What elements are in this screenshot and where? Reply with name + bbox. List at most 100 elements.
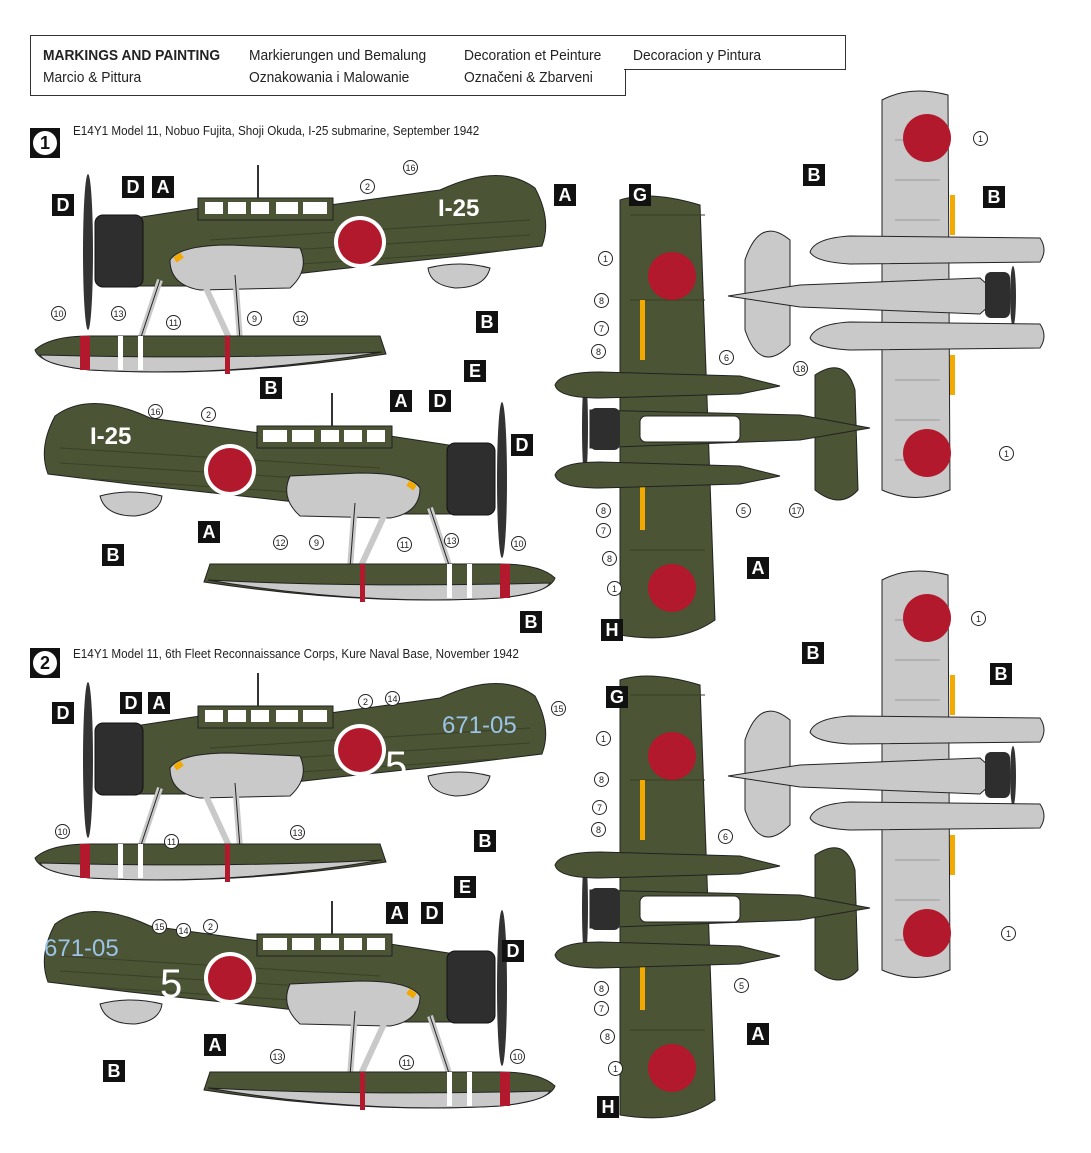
decal-callout-8: 8 <box>594 981 609 996</box>
scheme-2-number-badge: 2 <box>30 648 60 678</box>
paint-callout-B: B <box>990 663 1012 685</box>
decal-callout-7: 7 <box>596 523 611 538</box>
decal-callout-1: 1 <box>598 251 613 266</box>
paint-callout-D: D <box>502 940 524 962</box>
decal-callout-10: 10 <box>51 306 66 321</box>
header-box-lower <box>30 69 626 96</box>
paint-callout-A: A <box>204 1034 226 1056</box>
paint-callout-B: B <box>983 186 1005 208</box>
header-lang-pl: Oznakowania i Malowanie <box>249 69 410 86</box>
decal-callout-8: 8 <box>600 1029 615 1044</box>
paint-callout-B: B <box>260 377 282 399</box>
decal-callout-10: 10 <box>510 1049 525 1064</box>
paint-callout-A: A <box>198 521 220 543</box>
decal-callout-18: 18 <box>793 361 808 376</box>
paint-callout-B: B <box>103 1060 125 1082</box>
decal-callout-16: 16 <box>403 160 418 175</box>
header-lang-cz: Označeni & Zbarveni <box>464 69 593 86</box>
decal-callout-16: 16 <box>148 404 163 419</box>
header-title: MARKINGS AND PAINTING <box>43 47 221 64</box>
paint-callout-A: A <box>386 902 408 924</box>
decal-callout-7: 7 <box>594 1001 609 1016</box>
scheme-1-number: 1 <box>33 131 57 155</box>
header-lang-de: Markierungen und Bemalung <box>249 47 427 64</box>
decal-callout-8: 8 <box>602 551 617 566</box>
paint-callout-D: D <box>120 692 142 714</box>
decal-callout-2: 2 <box>360 179 375 194</box>
decal-callout-13: 13 <box>111 306 126 321</box>
decal-callout-11: 11 <box>164 834 179 849</box>
decal-callout-7: 7 <box>592 800 607 815</box>
paint-callout-D: D <box>511 434 533 456</box>
scheme-2-number: 2 <box>33 651 57 675</box>
decal-callout-6: 6 <box>718 829 733 844</box>
decal-callout-8: 8 <box>594 772 609 787</box>
paint-callout-A: A <box>390 390 412 412</box>
decal-callout-5: 5 <box>734 978 749 993</box>
decal-callout-10: 10 <box>55 824 70 839</box>
paint-callout-E: E <box>464 360 486 382</box>
decal-callout-13: 13 <box>444 533 459 548</box>
decal-callout-1: 1 <box>607 581 622 596</box>
decal-callout-7: 7 <box>594 321 609 336</box>
decal-callout-8: 8 <box>594 293 609 308</box>
decal-callout-1: 1 <box>596 731 611 746</box>
scheme-1-number-badge: 1 <box>30 128 60 158</box>
paint-callout-B: B <box>474 830 496 852</box>
decal-callout-2: 2 <box>201 407 216 422</box>
decal-callout-11: 11 <box>399 1055 414 1070</box>
decal-callout-14: 14 <box>385 691 400 706</box>
decal-callout-2: 2 <box>358 694 373 709</box>
paint-callout-A: A <box>152 176 174 198</box>
paint-callout-B: B <box>802 642 824 664</box>
scheme-1-tail-code-right: I-25 <box>90 423 132 450</box>
paint-callout-B: B <box>102 544 124 566</box>
decal-callout-9: 9 <box>247 311 262 326</box>
header-divider <box>624 69 845 70</box>
decal-callout-13: 13 <box>270 1049 285 1064</box>
paint-callout-A: A <box>554 184 576 206</box>
paint-callout-H: H <box>597 1096 619 1118</box>
scheme-2-tail-code: 671-05 <box>442 712 517 739</box>
paint-callout-B: B <box>803 164 825 186</box>
header-lang-es: Decoracion y Pintura <box>633 47 762 64</box>
scheme-1-tail-code: I-25 <box>438 195 480 222</box>
paint-callout-B: B <box>476 311 498 333</box>
decal-callout-11: 11 <box>166 315 181 330</box>
paint-callout-D: D <box>52 194 74 216</box>
decal-callout-1: 1 <box>1001 926 1016 941</box>
decal-callout-6: 6 <box>719 350 734 365</box>
paint-callout-D: D <box>429 390 451 412</box>
paint-callout-A: A <box>747 1023 769 1045</box>
decal-callout-12: 12 <box>273 535 288 550</box>
header-lang-it: Marcio & Pittura <box>43 69 142 86</box>
decal-callout-11: 11 <box>397 537 412 552</box>
decal-callout-1: 1 <box>608 1061 623 1076</box>
header-lang-fr: Decoration et Peinture <box>464 47 602 64</box>
decal-callout-15: 15 <box>152 919 167 934</box>
paint-callout-G: G <box>629 184 651 206</box>
decal-callout-8: 8 <box>596 503 611 518</box>
paint-callout-A: A <box>747 557 769 579</box>
paint-callout-A: A <box>148 692 170 714</box>
paint-callout-B: B <box>520 611 542 633</box>
paint-callout-D: D <box>421 902 443 924</box>
decal-callout-15: 15 <box>551 701 566 716</box>
decal-callout-1: 1 <box>973 131 988 146</box>
decal-callout-1: 1 <box>971 611 986 626</box>
decal-callout-5: 5 <box>736 503 751 518</box>
scheme-2-caption: E14Y1 Model 11, 6th Fleet Reconnaissance… <box>73 646 519 661</box>
decal-callout-8: 8 <box>591 344 606 359</box>
header-box <box>30 35 846 70</box>
paint-callout-E: E <box>454 876 476 898</box>
decal-callout-17: 17 <box>789 503 804 518</box>
paint-callout-D: D <box>52 702 74 724</box>
decal-callout-8: 8 <box>591 822 606 837</box>
scheme-2-fuselage-number-right: 5 <box>160 962 183 1006</box>
decal-callout-2: 2 <box>203 919 218 934</box>
scheme-2-left-side-view <box>35 673 546 882</box>
decal-callout-13: 13 <box>290 825 305 840</box>
paint-callout-G: G <box>606 686 628 708</box>
decal-callout-10: 10 <box>511 536 526 551</box>
